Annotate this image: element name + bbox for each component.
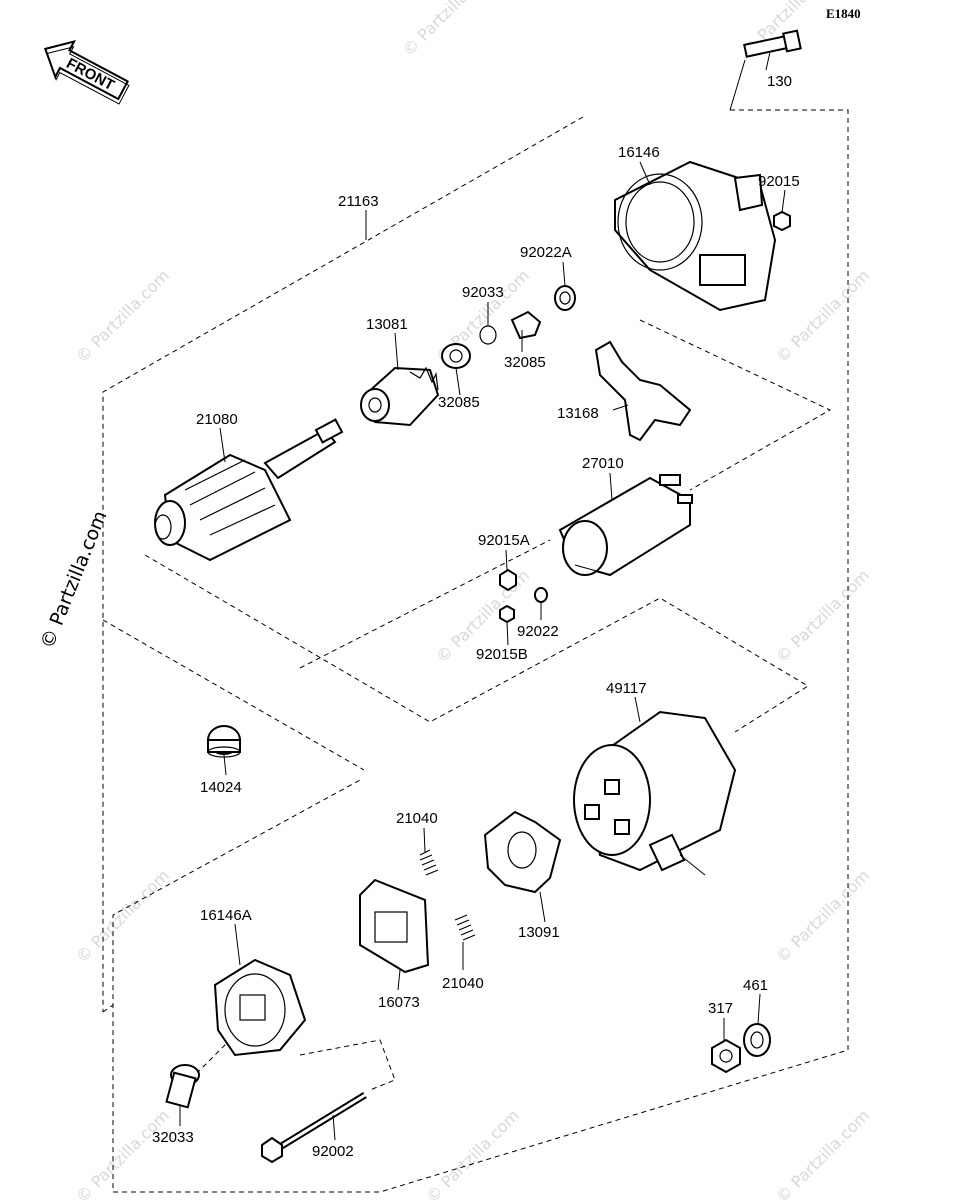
watermark-text: © Partzilla.com	[399, 0, 500, 60]
solenoid-27010	[558, 474, 693, 577]
watermark-text: © Partzilla.com	[772, 266, 873, 367]
brush-holder-13091	[483, 810, 562, 894]
nut-92015A	[499, 568, 517, 592]
watermark-text: © Partzilla.com	[72, 866, 173, 967]
bolt-130	[729, 29, 802, 111]
part-label: 92015B	[476, 646, 528, 663]
part-label: 27010	[582, 455, 624, 472]
part-label: 92033	[462, 284, 504, 301]
part-label: 130	[767, 73, 792, 90]
bolt-92002	[261, 1092, 367, 1164]
collar-32085-lower	[441, 343, 471, 369]
part-label: 92002	[312, 1143, 354, 1160]
end-cover-16146	[614, 160, 777, 312]
spring-21040-lower	[454, 914, 476, 941]
washer-92022	[534, 587, 548, 603]
part-label: 32033	[152, 1129, 194, 1146]
part-label: 13168	[557, 405, 599, 422]
watermark-text: © Partzilla.com	[72, 1106, 173, 1200]
leader-lines	[179, 51, 786, 1141]
part-label: 13091	[518, 924, 560, 941]
part-label: 21040	[442, 975, 484, 992]
part-label: 13081	[366, 316, 408, 333]
part-label: 14024	[200, 779, 242, 796]
rear-cover-16146A	[213, 958, 307, 1057]
part-label: 21080	[196, 411, 238, 428]
watermark-text: © Partzilla.com	[72, 266, 173, 367]
watermark-text: © Partzilla.com	[772, 566, 873, 667]
part-label: 16146A	[200, 907, 252, 924]
part-label: 21163	[338, 193, 379, 210]
armature-21080	[154, 418, 344, 562]
clutch-13081	[360, 366, 440, 427]
part-label: 21040	[396, 810, 438, 827]
part-label: 16073	[378, 994, 420, 1011]
bolt-32033	[165, 1064, 200, 1109]
nut-92015B	[499, 604, 515, 624]
part-label: 92022A	[520, 244, 572, 261]
part-label: 32085	[504, 354, 546, 371]
part-label: 32085	[438, 394, 480, 411]
shift-lever-13168	[594, 340, 692, 442]
part-labels: 130 16146 92015 21163 92022A 92033 13081…	[152, 73, 800, 1160]
washer-92022A	[554, 285, 576, 311]
watermark-vertical: © Partzilla.com	[36, 508, 111, 652]
washer-461	[743, 1023, 771, 1057]
nut-317	[711, 1038, 741, 1074]
circlip-92033	[479, 325, 497, 345]
yoke-49117	[573, 710, 737, 876]
diagram-code: E1840	[826, 6, 861, 21]
part-label: 92015A	[478, 532, 530, 549]
part-label: 49117	[606, 680, 647, 697]
part-label: 317	[708, 1000, 733, 1017]
part-label: 92015	[758, 173, 800, 190]
front-arrow-icon: FRONT	[43, 40, 130, 105]
bushing-14024	[207, 725, 241, 758]
part-label: 92022	[517, 623, 559, 640]
collar-32085-upper	[510, 310, 542, 340]
part-label: 16146	[618, 144, 660, 161]
plate-16073	[359, 878, 430, 974]
watermark-text: © Partzilla.com	[772, 866, 873, 967]
part-label: 461	[743, 977, 768, 994]
nut-92015	[773, 210, 791, 232]
spring-21040-upper	[419, 849, 439, 876]
watermark-text: © Partzilla.com	[772, 1106, 873, 1200]
